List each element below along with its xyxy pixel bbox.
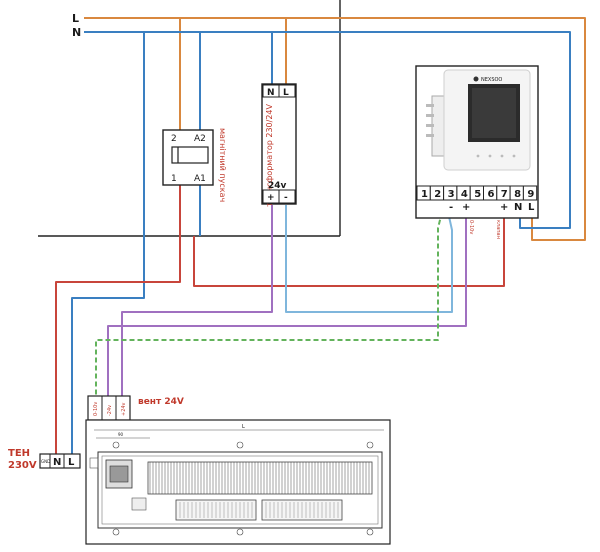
thermostat-terminal-number: 2 bbox=[434, 189, 441, 200]
wire-switched-valve bbox=[193, 212, 505, 287]
transformer-label: трансформатор 230/24V bbox=[265, 103, 274, 206]
wire-ground bbox=[95, 211, 443, 396]
fan-block: 0-10v -24v +24v вент 24V bbox=[87, 395, 184, 421]
fan-terminal-signal: 0-10v bbox=[93, 402, 99, 416]
wire-switched-to-heater bbox=[55, 185, 181, 454]
wires bbox=[55, 17, 586, 454]
transformer-minus: - bbox=[284, 193, 288, 203]
wire-control-blue bbox=[285, 205, 453, 313]
fan-label: вент 24V bbox=[138, 397, 184, 407]
thermostat-terminal-number: 5 bbox=[474, 189, 481, 200]
wire-neutral-to-heater bbox=[71, 32, 145, 454]
thermostat-mark-t3: - bbox=[449, 202, 453, 213]
contactor-terminal-2: 2 bbox=[171, 134, 177, 144]
fan-terminal-minus: -24v bbox=[107, 405, 113, 416]
panel-frame bbox=[38, 0, 341, 237]
heater-block: ТЕН 230V GND N L bbox=[8, 448, 81, 471]
thermostat-terminal-number: 1 bbox=[421, 189, 428, 200]
wire-neutral-n bbox=[84, 31, 571, 229]
thermostat-terminal-box bbox=[522, 185, 538, 201]
heater-label-1: ТЕН bbox=[8, 448, 30, 459]
heater-terminal-gnd: GND bbox=[41, 459, 50, 464]
line-l-label: L bbox=[72, 12, 79, 25]
transformer: N L трансформатор 230/24V 24v + - bbox=[261, 83, 297, 207]
line-n-label: N bbox=[72, 26, 81, 39]
wire-signal-purple bbox=[121, 205, 273, 396]
contactor-terminal-a1: A1 bbox=[194, 174, 206, 184]
contactor-terminal-a2: A2 bbox=[194, 134, 206, 144]
brand-logo-icon bbox=[473, 76, 479, 82]
transformer-terminal-n: N bbox=[267, 88, 275, 98]
fan-terminal-plus: +24v bbox=[121, 402, 127, 416]
wire-phase-l bbox=[84, 17, 586, 241]
thermostat-mark-t7: + bbox=[500, 202, 508, 213]
wire-signal-purple-2 bbox=[107, 212, 467, 396]
contactor-terminal-1: 1 bbox=[171, 174, 177, 184]
heater-terminal-l: L bbox=[68, 457, 75, 468]
valve-label: клапан bbox=[495, 220, 501, 239]
thermostat-terminal-number: 9 bbox=[527, 189, 534, 200]
transformer-terminal-l: L bbox=[283, 88, 289, 98]
thermostat-brand: NEXSOO bbox=[481, 77, 502, 83]
contactor: 2 A2 1 A1 магнітний пускач bbox=[162, 128, 227, 202]
thermostat-terminal-number: 6 bbox=[488, 189, 495, 200]
thermostat-terminal-number: 7 bbox=[501, 189, 508, 200]
thermostat-terminal-number: 4 bbox=[461, 189, 468, 200]
contactor-label: магнітний пускач bbox=[218, 128, 227, 202]
heater-terminal-n: N bbox=[53, 457, 61, 468]
thermostat-terminal-number: 3 bbox=[448, 189, 455, 200]
thermostat-mark-t4: + bbox=[462, 202, 470, 213]
thermostat-mark-t8: N bbox=[514, 202, 522, 213]
heater-label-2: 230V bbox=[8, 460, 37, 471]
transformer-output: 24v bbox=[268, 181, 287, 191]
convector-drawing: L 90 bbox=[85, 419, 391, 545]
signal-label: 0-10v bbox=[468, 220, 474, 234]
thermostat-mark-t9: L bbox=[528, 202, 535, 213]
dimension-90: 90 bbox=[118, 432, 124, 437]
dimension-l: L bbox=[242, 424, 245, 430]
thermostat-terminal-number: 8 bbox=[514, 189, 521, 200]
transformer-plus: + bbox=[267, 193, 275, 203]
